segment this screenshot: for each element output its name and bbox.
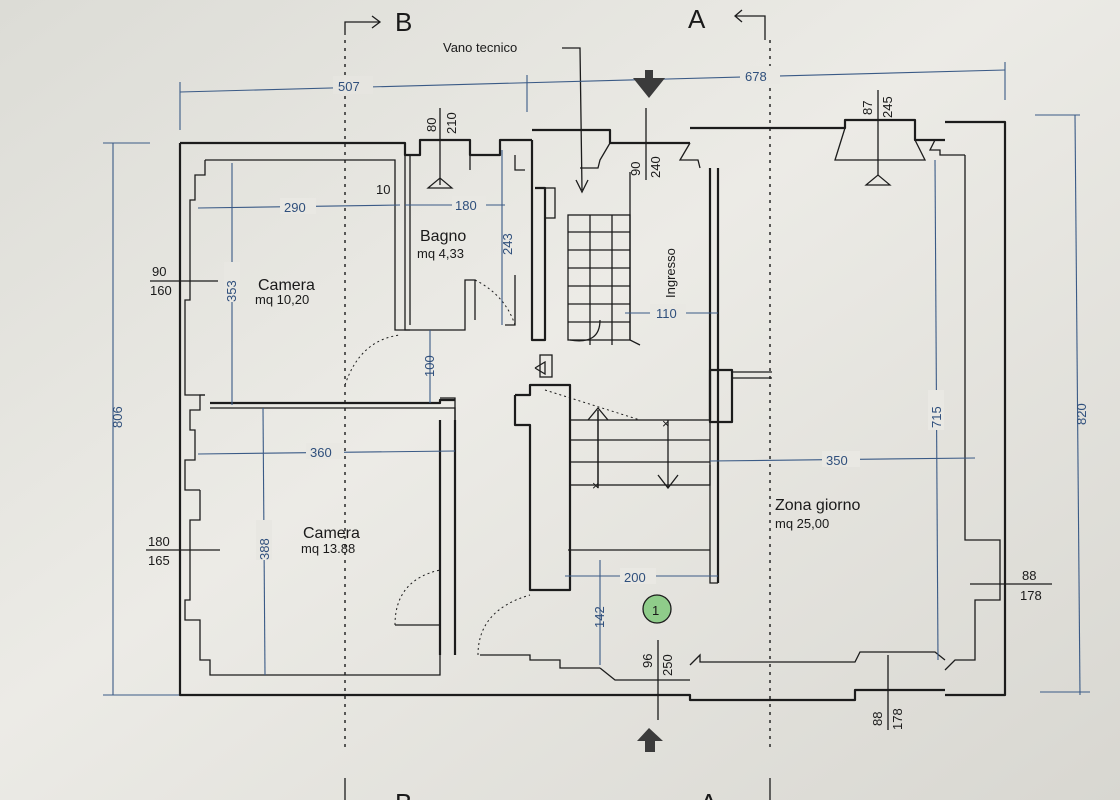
room-area-zona-giorno: mq 25,00 <box>775 516 829 531</box>
dim-142-line: 142 <box>592 560 607 665</box>
marker-circle: 1 <box>642 594 672 624</box>
dim-507: 507 <box>338 79 360 94</box>
dim-10: 10 <box>376 182 390 197</box>
stair-arrows: × × <box>587 406 679 493</box>
window-label-w1: 80 210 <box>424 108 459 189</box>
dim-200-line: 200 <box>565 568 718 585</box>
window-label-w4: 90 160 <box>150 264 218 298</box>
dim-353-line: 353 <box>224 163 240 405</box>
dim-715: 715 <box>929 406 944 428</box>
dim-243: 243 <box>500 233 515 255</box>
svg-text:96: 96 <box>640 654 655 668</box>
room-name-camera-bottom: Camera <box>303 525 360 542</box>
svg-text:178: 178 <box>1020 588 1042 603</box>
dim-200: 200 <box>624 570 646 585</box>
section-label-b-top: B <box>395 7 412 37</box>
dim-350: 350 <box>826 453 848 468</box>
svg-text:×: × <box>662 416 670 431</box>
entrance-arrow-bottom <box>637 728 663 752</box>
dim-180-line: 180 <box>405 196 505 213</box>
svg-text:90: 90 <box>628 162 643 176</box>
outer-walls <box>178 118 1007 702</box>
window-label-w2: 90 240 <box>628 108 663 180</box>
section-line-a: A <box>688 4 771 800</box>
dim-180: 180 <box>455 198 477 213</box>
vano-tecnico-label: Vano tecnico <box>443 40 517 55</box>
dim-110: 110 <box>656 306 677 321</box>
right-dimension-line: 820 <box>1035 114 1090 696</box>
dim-353: 353 <box>224 280 239 302</box>
svg-text:245: 245 <box>880 96 895 118</box>
svg-text:250: 250 <box>660 654 675 676</box>
window-label-w6: 88 178 <box>970 568 1052 603</box>
svg-text:×: × <box>592 478 600 493</box>
room-area-camera-bottom: mq 13.88 <box>301 541 355 556</box>
dim-360-line: 360 <box>197 443 456 460</box>
svg-text:80: 80 <box>424 118 439 132</box>
svg-text:210: 210 <box>444 112 459 134</box>
dim-360: 360 <box>310 445 332 460</box>
top-dimension-line: 507 678 <box>179 62 1006 130</box>
dim-388: 388 <box>257 538 272 560</box>
interior-walls <box>210 140 772 655</box>
dim-100: 100 <box>422 355 437 377</box>
window-label-w8: 88 178 <box>870 655 905 730</box>
dim-142: 142 <box>592 606 607 628</box>
svg-text:88: 88 <box>1022 568 1036 583</box>
dim-110-line: 110 <box>625 304 718 321</box>
dim-350-line: 350 <box>709 451 976 468</box>
room-name-ingresso: Ingresso <box>663 248 678 298</box>
left-dimension-line: 806 <box>103 142 180 696</box>
svg-text:165: 165 <box>148 553 170 568</box>
dim-243-line: 243 <box>500 150 515 325</box>
svg-text:87: 87 <box>860 101 875 115</box>
dim-100-line: 100 <box>422 330 437 403</box>
window-label-w5: 180 165 <box>146 534 220 568</box>
vano-tecnico-leader <box>562 47 583 191</box>
dim-290: 290 <box>284 200 306 215</box>
svg-text:180: 180 <box>148 534 170 549</box>
section-label-b-bottom: B <box>395 788 412 800</box>
svg-text:178: 178 <box>890 708 905 730</box>
dim-806: 806 <box>110 406 125 428</box>
vano-tecnico-arrowhead <box>575 179 589 194</box>
window-label-w3: 87 245 <box>860 90 895 186</box>
section-label-a-bottom: A <box>700 788 718 800</box>
room-area-camera-top: mq 10,20 <box>255 292 309 307</box>
room-name-camera-top: Camera <box>258 277 315 294</box>
dim-10-line: 10 <box>376 182 390 197</box>
room-name-zona-giorno: Zona giorno <box>775 497 860 514</box>
dim-678: 678 <box>745 69 767 84</box>
dim-388-line: 388 <box>256 407 272 676</box>
entrance-arrow-top <box>633 70 665 98</box>
door-swings <box>344 279 531 656</box>
dim-715-line: 715 <box>928 159 944 661</box>
window-label-w7: 96 250 <box>640 640 675 720</box>
section-label-a-top: A <box>688 4 706 34</box>
room-name-bagno: Bagno <box>420 228 466 245</box>
svg-text:88: 88 <box>870 712 885 726</box>
room-area-bagno: mq 4,33 <box>417 246 464 261</box>
svg-text:240: 240 <box>648 156 663 178</box>
section-line-b: B <box>344 7 412 800</box>
dim-820: 820 <box>1074 403 1089 425</box>
marker-number: 1 <box>652 603 659 618</box>
svg-text:160: 160 <box>150 283 172 298</box>
svg-text:90: 90 <box>152 264 166 279</box>
